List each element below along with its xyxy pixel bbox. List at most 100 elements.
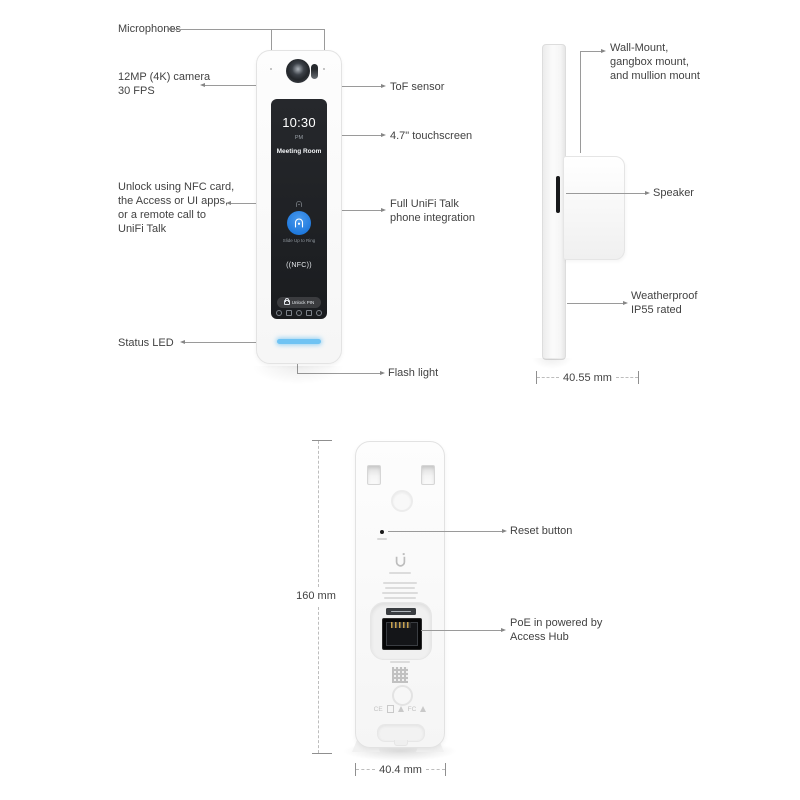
touchscreen: 10:30 PM Meeting Room Slide Up to Ring (… — [271, 99, 327, 319]
camera-leader-line — [205, 85, 298, 86]
spec-text-bar — [385, 587, 415, 589]
camera-spec-label: 12MP (4K) camera 30 FPS — [118, 71, 211, 97]
dimension-dash — [425, 769, 446, 770]
dimension-tick — [638, 371, 640, 384]
tof-leader-arrow — [381, 83, 386, 88]
status-led-leader-line — [185, 342, 276, 343]
height-dimension-tick-top — [312, 440, 332, 441]
unlock-leader-line — [231, 203, 257, 204]
certification-marks: CE FC — [356, 705, 444, 713]
ring-hint-text: Slide Up to Ring — [282, 238, 316, 243]
bottom-notch — [394, 740, 408, 746]
mount-leader-drop — [580, 51, 581, 153]
intercom-front-view: 10:30 PM Meeting Room Slide Up to Ring (… — [256, 50, 342, 364]
side-shadow — [530, 358, 574, 370]
width-dimension: 40.4 mm — [355, 763, 447, 776]
ethernet-pins — [391, 622, 411, 628]
poe-leader-line — [421, 630, 501, 631]
reset-button — [380, 530, 384, 534]
weatherproof-leader-arrow — [623, 300, 628, 305]
depth-dimension: 40.55 mm — [536, 371, 640, 384]
fcc-mark: FC — [407, 705, 417, 713]
microphones-leader-drop-right — [324, 29, 325, 61]
flash-leader-drop — [297, 363, 298, 373]
nfc-indicator: ((NFC)) — [286, 262, 312, 269]
mount-slot-right — [421, 465, 435, 485]
screw-circle — [391, 685, 413, 706]
screen-action-icons — [271, 310, 327, 316]
dimension-tick — [355, 763, 356, 776]
speaker-slot — [556, 176, 560, 213]
tof-sensor-label: ToF sensor — [390, 81, 445, 93]
screen-action-icon — [276, 310, 282, 316]
dimension-tick — [445, 763, 447, 776]
screen-action-icon — [296, 310, 302, 316]
dimension-dash — [356, 769, 376, 770]
talk-leader-arrow — [381, 207, 386, 212]
screen-action-icon — [286, 310, 292, 316]
ce-mark: CE — [373, 705, 383, 713]
poe-label: PoE in powered by Access Hub — [510, 617, 603, 643]
clock-meridiem: PM — [294, 135, 304, 141]
talk-leader-line — [341, 210, 381, 211]
speaker-label: Speaker — [653, 187, 694, 199]
microphone-hole-right — [323, 68, 325, 70]
screen-action-icon — [306, 310, 312, 316]
status-led-label: Status LED — [118, 337, 174, 349]
unlock-pin-label: Unlock PIN — [291, 300, 315, 305]
intercom-back-view: CE FC — [355, 441, 445, 748]
poe-leader-arrow — [501, 627, 506, 632]
spec-text-bar — [384, 597, 416, 599]
doorbell-hint-icon — [271, 195, 327, 213]
flash-light-label: Flash light — [388, 367, 439, 379]
reset-leader-line — [388, 531, 502, 532]
touchscreen-label: 4.7" touchscreen — [390, 130, 473, 142]
depth-dimension-value: 40.55 mm — [563, 371, 612, 384]
unlock-methods-label: Unlock using NFC card, the Access or UI … — [118, 181, 235, 235]
spec-text-bar — [383, 582, 417, 584]
port-recess — [370, 602, 432, 660]
screw-recess-circle — [391, 490, 413, 512]
height-dimension-tick-bottom — [312, 753, 332, 754]
speaker-leader-line — [566, 193, 645, 194]
spec-text-bar — [382, 592, 418, 594]
status-led-bar — [277, 339, 321, 344]
lock-icon — [283, 298, 290, 305]
ubiquiti-u-logo-icon — [356, 552, 444, 573]
model-text-bar — [389, 572, 411, 574]
talk-integration-label: Full UniFi Talk phone integration — [390, 198, 476, 224]
side-mount-module — [563, 156, 625, 260]
height-dimension-dash-top — [318, 441, 319, 587]
microphones-leader-drop-left — [271, 29, 272, 61]
weatherproof-label: Weatherproof IP55 rated — [631, 290, 698, 316]
dimension-dash — [615, 377, 639, 378]
dimension-dash — [537, 377, 560, 378]
mount-leader-line — [580, 51, 601, 52]
ethernet-port — [382, 618, 422, 650]
microphones-label: Microphones — [118, 23, 181, 35]
width-dimension-value: 40.4 mm — [379, 763, 422, 776]
room-name-text: Meeting Room — [276, 148, 322, 155]
status-led-leader-arrow — [180, 339, 185, 344]
camera-lens — [286, 59, 310, 83]
mount-leader-arrow — [601, 48, 606, 53]
flash-leader-line — [297, 373, 380, 374]
camera-leader-arrow — [200, 82, 205, 87]
unlock-pin-button: Unlock PIN — [277, 297, 321, 308]
microphones-leader-line — [172, 29, 324, 30]
weatherproof-leader-line — [567, 303, 623, 304]
microphones-leader-arrow — [167, 26, 172, 31]
flash-leader-arrow — [380, 370, 385, 375]
touchscreen-leader-line — [326, 135, 381, 136]
tof-sensor — [311, 64, 318, 79]
qr-code — [392, 667, 408, 683]
doorbell-icon — [294, 218, 304, 228]
height-dimension-value: 160 mm — [296, 590, 336, 602]
mount-slot-left — [367, 465, 381, 485]
speaker-leader-arrow — [645, 190, 650, 195]
ring-button — [287, 211, 311, 235]
port-label-strip — [386, 608, 416, 615]
weee-bin-icon — [386, 705, 394, 713]
reset-leader-arrow — [502, 528, 507, 533]
